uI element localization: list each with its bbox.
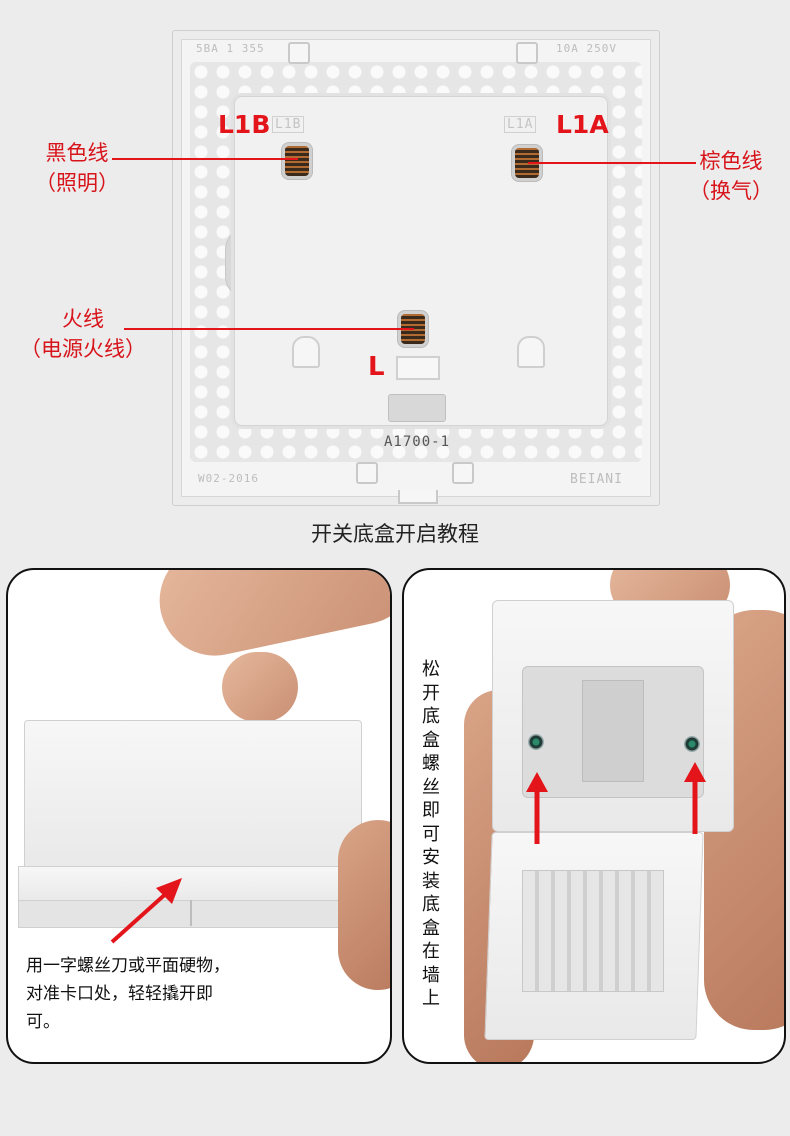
hand-thumb: [222, 652, 298, 722]
pry-instruction: 用一字螺丝刀或平面硬物，对准卡口处，轻轻撬开即可。: [26, 956, 230, 1032]
black-wire-name: 黑色线: [45, 141, 109, 165]
bottom-latch-tab: [398, 490, 438, 504]
live-wire-note: （电源火线）: [20, 337, 146, 361]
molded-text-bottom-left: W02-2016: [198, 472, 259, 485]
bottom-clip-right: [452, 462, 474, 484]
brown-wire-name: 棕色线: [699, 149, 763, 173]
top-clip-right: [516, 42, 538, 64]
molded-label-l1b: L1B: [272, 116, 305, 133]
switch-box-front: [24, 720, 362, 870]
bottom-clip-left: [356, 462, 378, 484]
pry-arrow: [110, 878, 182, 944]
pry-notch: [190, 900, 192, 926]
arrow-up-left: [526, 772, 548, 844]
brown-wire-label: 棕色线 （换气）: [676, 146, 786, 206]
base-box-ribs: [522, 870, 664, 992]
black-wire-note: （照明）: [35, 171, 119, 195]
label-l: L: [368, 352, 385, 382]
leader-line-black: [112, 158, 298, 160]
molded-text-top-left: 5BA 1 355: [196, 42, 265, 55]
top-clip-left: [288, 42, 310, 64]
screw-right: [684, 736, 700, 752]
install-instruction: 松开底盒螺丝即可安装底盒在墙上: [422, 659, 440, 1009]
center-notch: [396, 356, 440, 380]
label-l1a: L1A: [556, 110, 609, 139]
terminal-l1b: [285, 146, 309, 176]
screw-left: [528, 734, 544, 750]
black-wire-label: 黑色线 （照明）: [22, 138, 132, 198]
arrow-up-right: [684, 762, 706, 834]
molded-text-bottom-right: BEIANI: [570, 472, 623, 487]
molded-text-top-right: 10A 250V: [556, 42, 617, 55]
step-panel-install: 松开底盒螺丝即可安装底盒在墙上: [402, 568, 786, 1064]
release-arch-right: [517, 336, 545, 368]
hand-right-grip: [338, 820, 390, 990]
switch-box-base: [18, 866, 364, 902]
step-panel-pry: 用一字螺丝刀或平面硬物，对准卡口处，轻轻撬开即可。: [6, 568, 392, 1064]
leader-line-live: [124, 328, 414, 330]
model-code: A1700-1: [384, 434, 451, 450]
tutorial-caption: 开关底盒开启教程: [311, 522, 479, 546]
live-wire-name: 火线: [62, 307, 104, 331]
center-latch: [388, 394, 446, 422]
leader-line-brown: [528, 162, 696, 164]
molded-label-l1a: L1A: [504, 116, 537, 133]
label-l1b: L1B: [218, 110, 271, 139]
switch-body-center: [582, 680, 644, 782]
brown-wire-note: （换气）: [689, 179, 773, 203]
release-arch-left: [292, 336, 320, 368]
hand-fingers: [149, 570, 390, 666]
live-wire-label: 火线 （电源火线）: [8, 304, 158, 364]
